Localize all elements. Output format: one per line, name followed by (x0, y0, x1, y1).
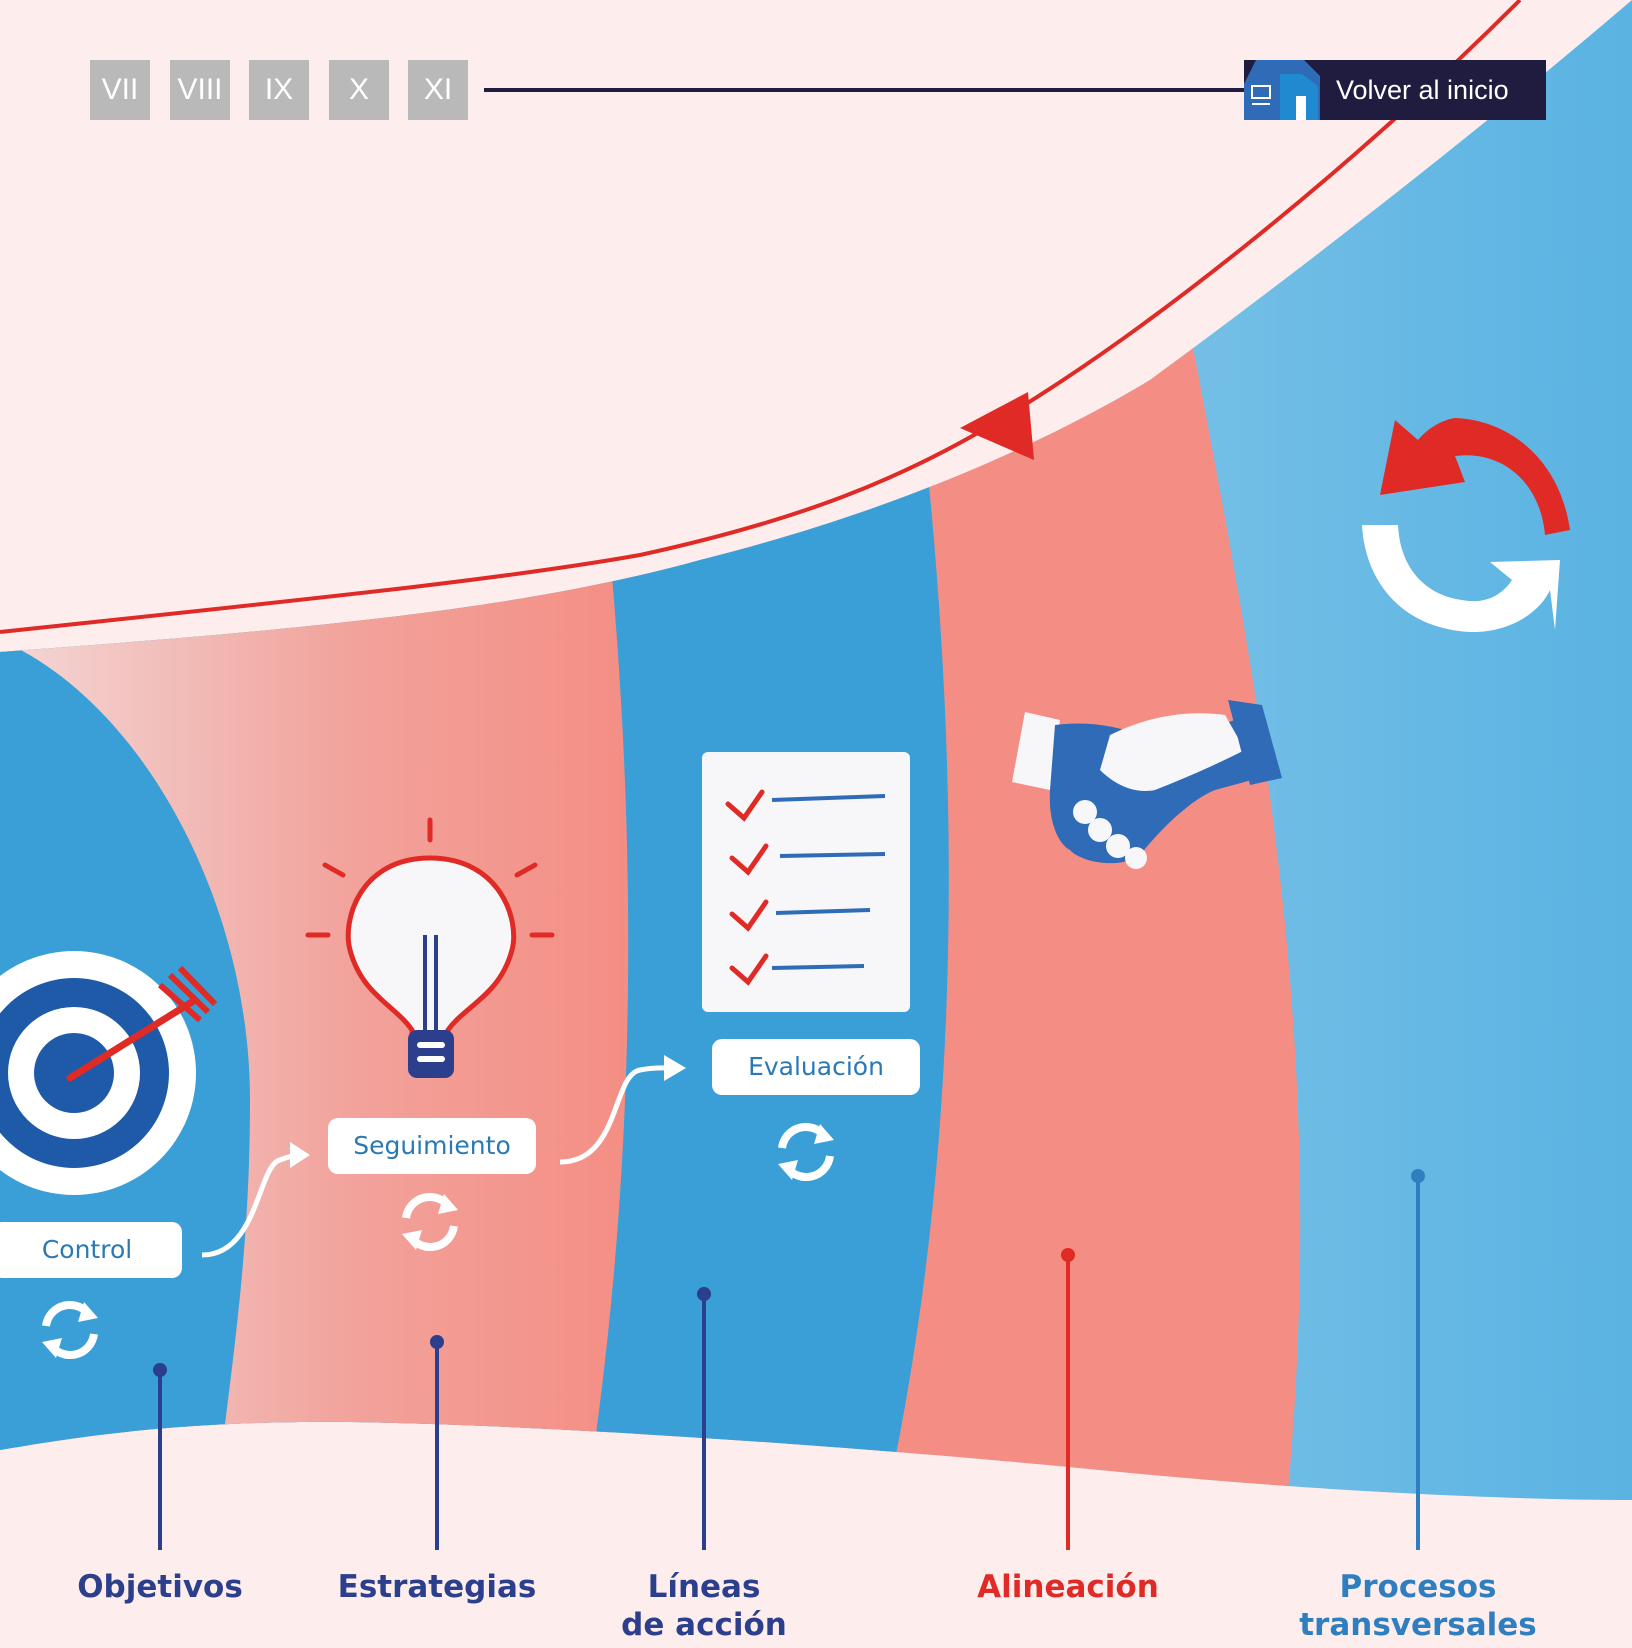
refresh-icon (42, 1300, 98, 1360)
stage-label-alineacion: Alineación (977, 1569, 1159, 1605)
nav-tab-x[interactable]: X (329, 60, 389, 120)
chip-evaluacion: Evaluación (712, 1039, 920, 1095)
lightbulb-icon (305, 817, 555, 1078)
arc-arrowhead (960, 392, 1034, 460)
leader-line-lineas (697, 1287, 711, 1550)
refresh-icon (778, 1122, 834, 1182)
stage-label-lineas-de-accion: Líneas de acción (621, 1569, 787, 1643)
cycle-arrows-icon (1362, 418, 1570, 633)
leader-line-estrategias (430, 1335, 444, 1550)
nav-divider-line (484, 88, 1244, 92)
target-icon (0, 951, 218, 1195)
checklist-icon (702, 752, 910, 1012)
nav-tab-ix[interactable]: IX (249, 60, 309, 120)
leader-line-procesos (1411, 1169, 1425, 1550)
nav-tab-viii[interactable]: VIII (170, 60, 230, 120)
chip-seguimiento: Seguimiento (328, 1118, 536, 1174)
leader-line-alineacion (1061, 1248, 1075, 1550)
nav-tab-vii[interactable]: VII (90, 60, 150, 120)
refresh-icon (402, 1192, 458, 1252)
arc-line (0, 0, 1522, 634)
stage-label-objetivos: Objetivos (77, 1569, 243, 1605)
flow-arrow-1 (201, 1142, 310, 1258)
house-icon (1244, 60, 1320, 120)
home-button-label: Volver al inicio (1336, 75, 1509, 105)
flow-arrow-2 (559, 1055, 686, 1165)
stage-label-estrategias: Estrategias (337, 1569, 537, 1605)
home-button[interactable]: Volver al inicio (1244, 60, 1546, 120)
stage-label-procesos-transversales: Procesos transversales (1299, 1569, 1537, 1643)
handshake-icon (1012, 700, 1282, 869)
leader-line-objetivos (153, 1363, 167, 1550)
nav-tab-xi[interactable]: XI (408, 60, 468, 120)
chip-control: Control (0, 1222, 182, 1278)
